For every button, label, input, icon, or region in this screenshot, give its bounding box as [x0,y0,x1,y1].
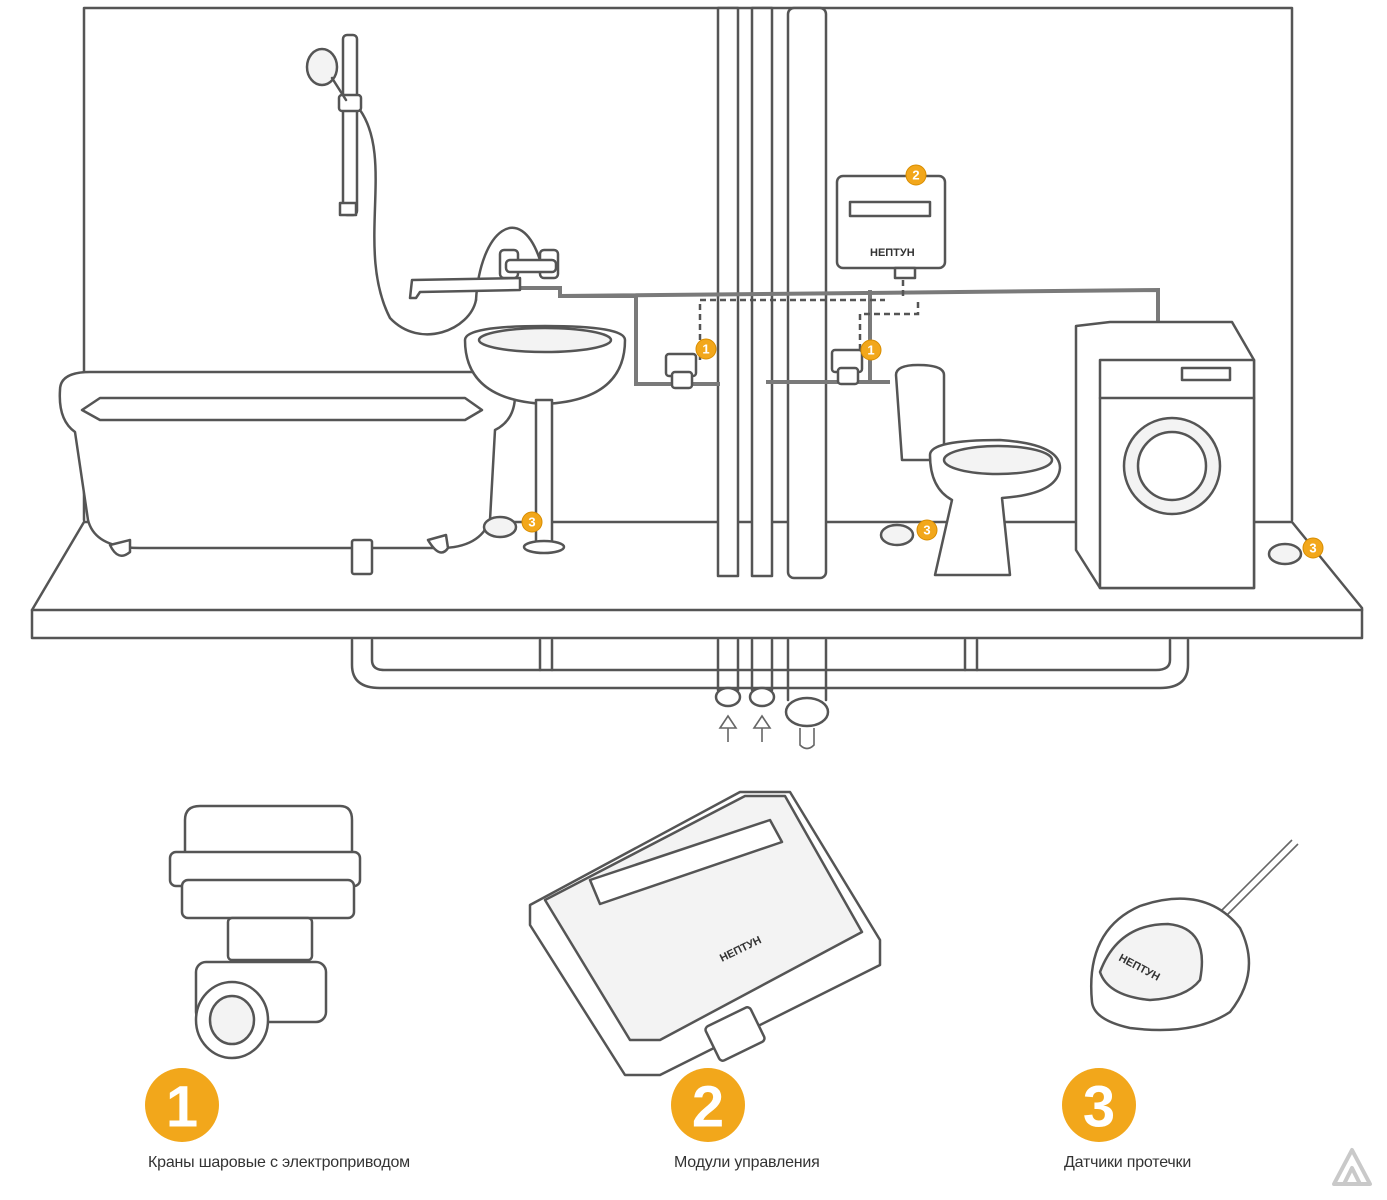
badge-valve: 1 [145,1068,219,1142]
washbasin [463,324,627,555]
shower-set [305,33,542,336]
svg-text:3: 3 [923,523,930,538]
scene-badge-valve-right: 1 [860,339,882,361]
valve-right [766,348,890,386]
washing-machine [1074,320,1256,590]
svg-text:3: 3 [528,515,535,530]
scene-badge-controller: 2 [905,164,927,186]
bath-mixer [408,248,560,300]
scene-badge-sensor-basin: 3 [521,511,543,533]
svg-text:2: 2 [912,168,919,183]
svg-text:1: 1 [702,342,709,357]
caption-leak-sensors: Датчики протечки [1064,1154,1192,1171]
room-wall [82,6,1294,522]
product-ball-valve [168,804,362,1060]
svg-text:1: 1 [166,1075,198,1140]
svg-text:1: 1 [867,343,874,358]
wall-controller: НЕПТУН [835,174,947,280]
scene-badge-sensor-toilet: 3 [916,519,938,541]
svg-text:2: 2 [692,1075,724,1140]
under-floor-pipes [350,638,1190,750]
badge-controller: 2 [671,1068,745,1142]
caption-control-modules: Модули управления [674,1154,820,1171]
toilet [894,363,1062,577]
svg-text:3: 3 [1309,541,1316,556]
svg-text:НЕПТУН: НЕПТУН [870,247,915,259]
scene-badge-valve-left: 1 [695,338,717,360]
product-leak-sensor: НЕПТУН [1090,839,1299,1032]
floor-sensors [482,515,1303,566]
valve-left [660,352,720,390]
product-control-module: НЕПТУН [528,790,882,1077]
watermark-logo-icon [1332,1148,1372,1186]
badge-sensor: 3 [1062,1068,1136,1142]
caption-ball-valves: Краны шаровые с электроприводом [148,1154,410,1171]
svg-text:3: 3 [1083,1075,1115,1140]
bathtub [58,370,517,576]
scene-badge-sensor-washer: 3 [1302,537,1324,559]
